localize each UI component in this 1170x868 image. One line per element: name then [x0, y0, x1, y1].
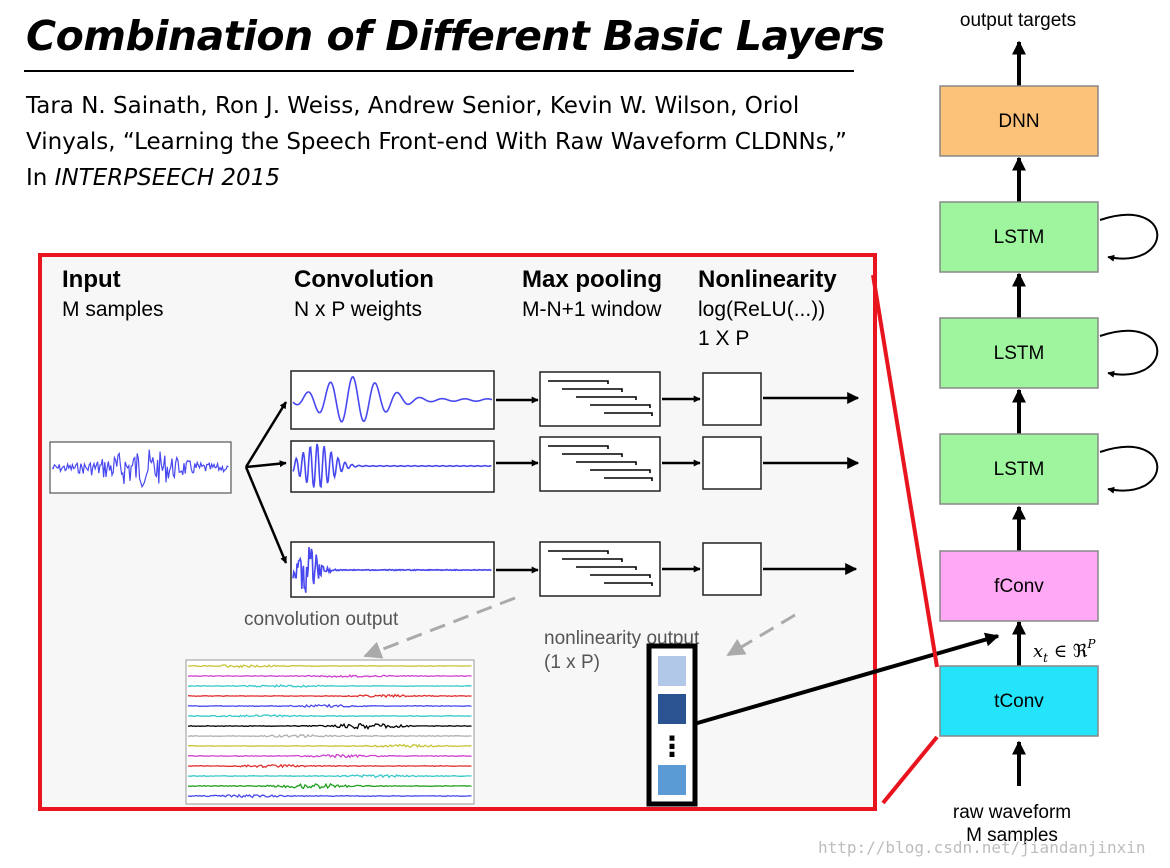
conv-to-pool-arrows: [496, 396, 539, 574]
citation-line-2: Vinyals, “Learning the Speech Front-end …: [26, 129, 847, 155]
layer-fconv-label: fConv: [994, 576, 1044, 597]
nonlin-output-shape: (1 x P): [544, 652, 600, 673]
nonlin-cell-2: [658, 694, 686, 724]
recurrence-loop-icon: [1099, 329, 1159, 378]
maxpool-box-3: [539, 541, 661, 597]
layer-dnn: DNN: [939, 85, 1099, 157]
conv-output-trace: [187, 683, 472, 688]
maxpool-boxes: [539, 371, 661, 597]
citation: Tara N. Sainath, Ron J. Weiss, Andrew Se…: [26, 88, 926, 196]
header-nonlinearity-sub2: 1 X P: [698, 327, 749, 350]
conv-filter-1-trace: [292, 375, 493, 423]
conv-output-trace: [187, 703, 472, 708]
conv-output-trace: [188, 722, 472, 731]
recurrence-loop-icon: [1099, 445, 1159, 494]
header-nonlinearity-title: Nonlinearity: [698, 266, 837, 293]
layer-lstm-1-label: LSTM: [994, 459, 1045, 480]
input-waveform-trace: [51, 449, 229, 489]
nonlinearity-boxes: [702, 372, 762, 596]
conv-output-trace: [188, 782, 472, 790]
layer-lstm-2: LSTM: [939, 317, 1159, 389]
layer-tconv-label: tConv: [994, 691, 1044, 712]
layer-lstm-1: LSTM: [939, 433, 1159, 505]
maxpool-box-1: [539, 371, 661, 427]
header-convolution-sub: N x P weights: [294, 298, 422, 321]
conv-output-label: convolution output: [244, 609, 399, 630]
slide-title: Combination of Different Basic Layers: [26, 12, 885, 60]
conv-filter-2-trace: [292, 443, 492, 489]
conv-filters: [290, 370, 495, 598]
conv-output-plot: [185, 659, 475, 805]
conv-output-trace: [188, 743, 472, 749]
layer-lstm-3-label: LSTM: [994, 227, 1045, 248]
conv-output-trace: [188, 733, 472, 739]
header-input-title: Input: [62, 266, 121, 293]
layer-lstm-2-label: LSTM: [994, 343, 1045, 364]
input-waveform: [49, 441, 232, 494]
title-underline: [24, 70, 854, 72]
nonlin-ellipsis: ⋮: [658, 730, 686, 763]
watermark: http://blog.csdn.net/jiandanjinxin: [818, 838, 1146, 857]
conv-output-trace: [188, 753, 472, 759]
conv-output-trace: [188, 763, 472, 769]
nonlin-box-1: [702, 372, 762, 426]
nonlin-output-vector: ⋮: [646, 643, 698, 807]
conv-output-trace: [187, 674, 472, 678]
nonlin-output-arrows: [763, 392, 860, 575]
branch-arrows: [244, 401, 288, 564]
conv-output-trace: [188, 773, 472, 779]
xt-label: xt ∈ ℜP: [1033, 637, 1096, 665]
conv-output-trace: [188, 714, 472, 718]
header-maxpool-title: Max pooling: [522, 266, 662, 293]
highlight-connectors: [871, 274, 939, 805]
nonlin-box-2: [702, 436, 762, 490]
header-convolution-title: Convolution: [294, 266, 434, 293]
maxpool-box-2: [539, 436, 661, 492]
citation-prefix: In: [26, 165, 55, 191]
citation-line-1: Tara N. Sainath, Ron J. Weiss, Andrew Se…: [26, 93, 800, 119]
header-maxpool-sub: M-N+1 window: [522, 298, 662, 321]
pool-to-nonlin-arrows: [662, 395, 701, 573]
citation-line-3: In INTERPSEECH 2015: [26, 160, 926, 196]
layer-dnn-label: DNN: [998, 111, 1039, 132]
conv-filter-3-trace: [292, 546, 492, 593]
conv-output-trace: [187, 693, 472, 699]
input-label-line-2: M samples: [966, 825, 1058, 846]
input-label-line-1: raw waveform: [953, 802, 1071, 823]
output-dashed-arrows: [363, 596, 796, 659]
layer-stack: output targets DNN LSTM LSTM LSTM: [939, 10, 1159, 846]
conv-output-trace: [187, 793, 472, 799]
conv-output-trace: [187, 664, 472, 669]
layer-lstm-3: LSTM: [939, 201, 1159, 273]
header-nonlinearity-sub: log(ReLU(...)): [698, 298, 825, 321]
nonlin-cell-1: [658, 656, 686, 686]
inset-headers: Input M samples Convolution N x P weight…: [62, 266, 837, 350]
vector-to-stack-arrow: [693, 632, 1000, 726]
nonlin-cell-3: [658, 765, 686, 795]
layer-fconv: fConv: [939, 550, 1099, 622]
header-input-sub: M samples: [62, 298, 164, 321]
output-targets-label: output targets: [960, 10, 1076, 31]
citation-venue: INTERPSEECH 2015: [54, 165, 280, 191]
nonlin-box-3: [702, 542, 762, 596]
layer-tconv: tConv: [939, 665, 1099, 737]
recurrence-loop-icon: [1099, 213, 1159, 262]
